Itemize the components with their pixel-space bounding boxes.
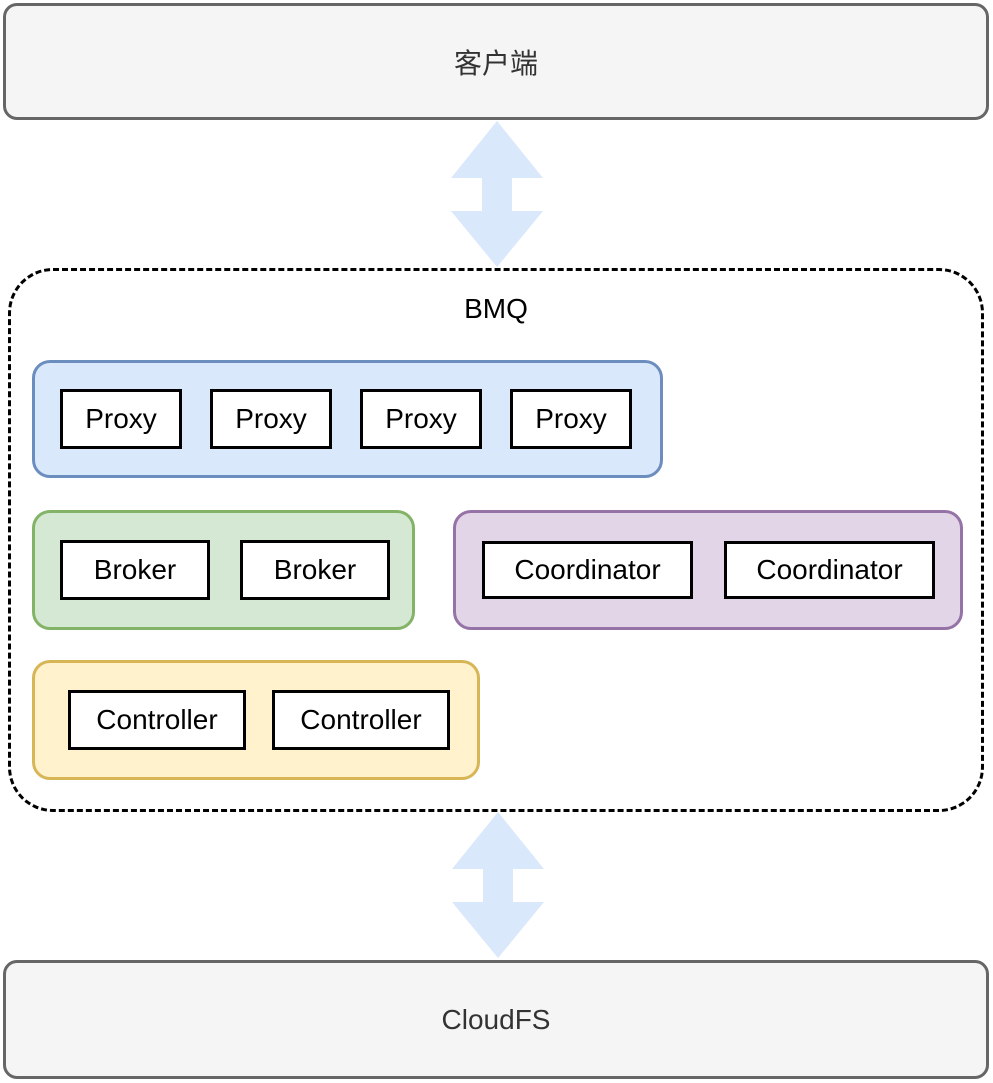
proxy-node: Proxy: [210, 389, 332, 449]
proxy-node: Proxy: [360, 389, 482, 449]
controller-node: Controller: [272, 690, 450, 750]
controller-group: Controller Controller: [32, 660, 480, 780]
broker-group: Broker Broker: [32, 510, 415, 630]
bmq-boundary: BMQ Proxy Proxy Proxy Proxy Broker Broke…: [8, 268, 984, 812]
broker-node: Broker: [240, 540, 390, 600]
coordinator-node: Coordinator: [724, 541, 935, 599]
controller-node: Controller: [68, 690, 246, 750]
cloudfs-box: CloudFS: [3, 960, 989, 1079]
proxy-node: Proxy: [510, 389, 632, 449]
broker-node: Broker: [60, 540, 210, 600]
coordinator-group: Coordinator Coordinator: [453, 510, 963, 630]
double-arrow-client-bmq-icon: [451, 121, 543, 267]
double-arrow-bmq-cloudfs-icon: [452, 812, 544, 958]
bmq-label: BMQ: [464, 293, 528, 324]
proxy-group: Proxy Proxy Proxy Proxy: [32, 360, 663, 478]
client-box: 客户端: [3, 3, 989, 120]
cloudfs-label: CloudFS: [441, 1003, 551, 1035]
client-label: 客户端: [453, 47, 538, 79]
proxy-node: Proxy: [60, 389, 182, 449]
coordinator-node: Coordinator: [482, 541, 693, 599]
